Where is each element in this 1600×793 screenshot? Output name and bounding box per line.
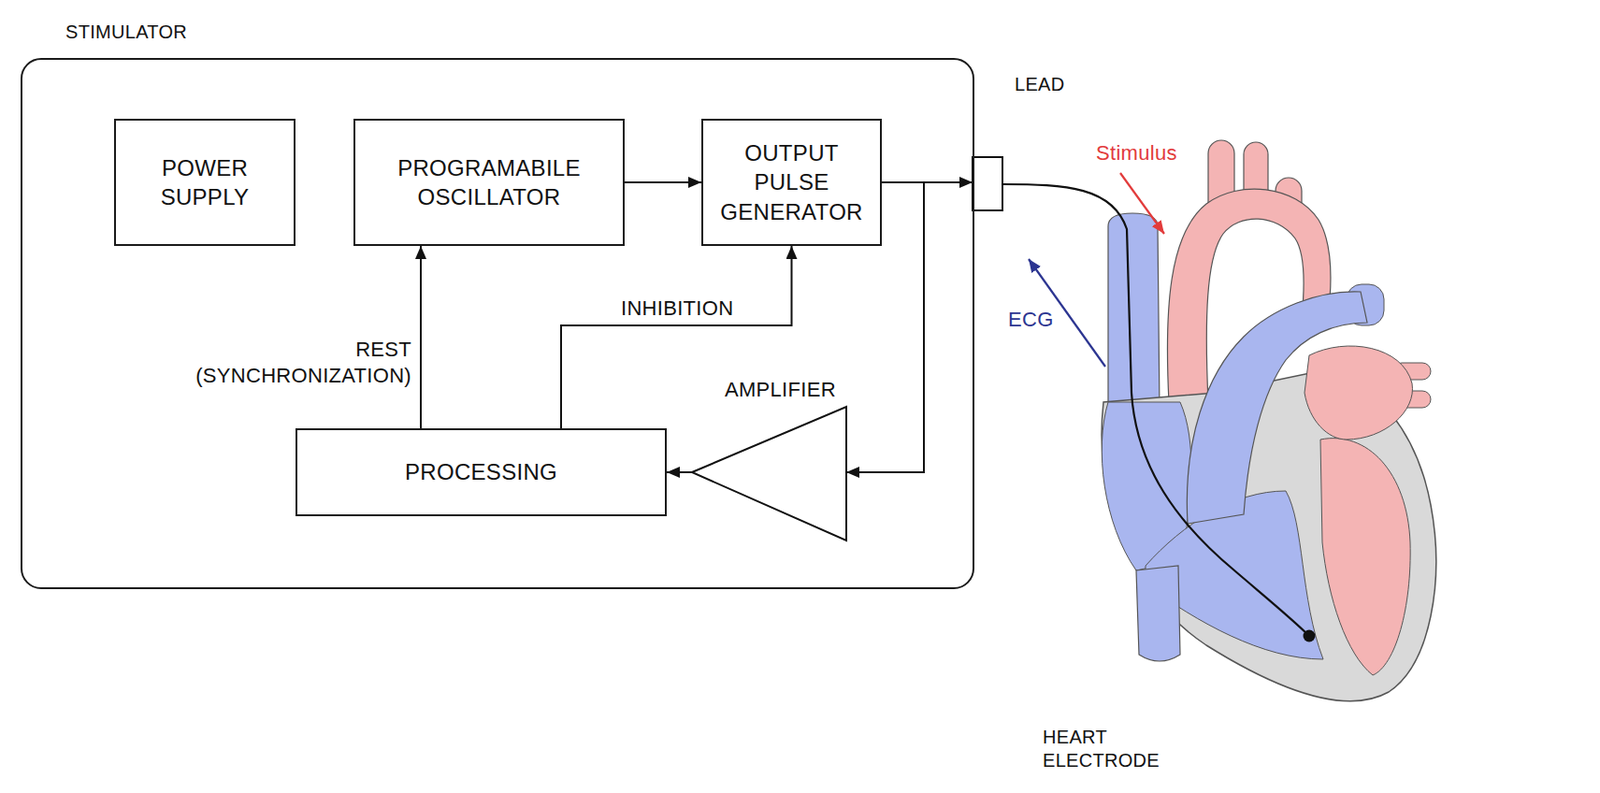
- amplifier-label: AMPLIFIER: [724, 377, 837, 403]
- lead-connector: [972, 157, 1003, 211]
- box-text-group: OUTPUT PULSE GENERATOR: [717, 138, 867, 227]
- amplifier-triangle-outline: [691, 406, 847, 541]
- lead-wire: [923, 181, 973, 184]
- process-box: PROCESSING: [295, 428, 667, 517]
- process-box: PROGRAMABILE OSCILLATOR: [353, 118, 625, 246]
- heart-electrode: [1303, 630, 1316, 643]
- signal-label: Stimulus: [1095, 140, 1178, 167]
- process-box: OUTPUT PULSE GENERATOR: [701, 118, 882, 246]
- edge-label: REST (SYNCHRONIZATION): [158, 336, 414, 389]
- connector: [624, 181, 702, 184]
- heading-label: STIMULATOR: [65, 20, 188, 44]
- process-box: POWER SUPPLY: [114, 118, 296, 246]
- signal-label: ECG: [1008, 306, 1054, 333]
- connector: [419, 245, 422, 429]
- amplifier-symbol: AMPLIFIER: [665, 372, 853, 546]
- pulmonary-trunk: [1186, 291, 1368, 524]
- box-text-group: PROCESSING: [404, 457, 558, 487]
- stimulus-arrow: [1120, 172, 1165, 234]
- box-label: PROGRAMABILE OSCILLATOR: [376, 153, 602, 212]
- pacing-lead: [1002, 184, 1310, 636]
- box-text-group: POWER SUPPLY: [139, 153, 271, 212]
- box-text-group: PROGRAMABILE OSCILLATOR: [376, 153, 602, 212]
- vena-cava: [1136, 565, 1181, 662]
- part-label: HEART ELECTRODE: [1042, 725, 1174, 773]
- box-label: POWER SUPPLY: [139, 153, 271, 212]
- box-label: PROCESSING: [404, 457, 558, 487]
- left-ventricle: [1320, 438, 1411, 676]
- left-atrium: [1304, 345, 1413, 440]
- part-label: LEAD: [1014, 72, 1065, 97]
- stimulator-housing: STIMULATORPOWER SUPPLYPROGRAMABILE OSCIL…: [20, 57, 975, 590]
- box-label: OUTPUT PULSE GENERATOR: [717, 138, 867, 227]
- connector: [666, 471, 692, 474]
- vena-cava: [1108, 213, 1160, 412]
- edge-label: INHIBITION: [619, 295, 736, 322]
